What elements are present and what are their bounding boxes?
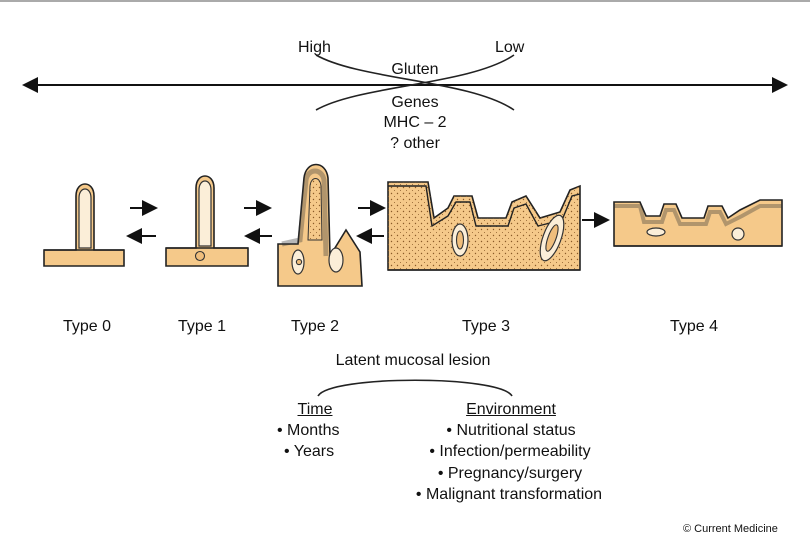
other-label: ? other <box>390 135 440 152</box>
type-0-label: Type 0 <box>62 318 112 335</box>
type-0-villus <box>43 183 125 267</box>
low-label: Low <box>495 39 525 56</box>
gluten-curve-down <box>315 54 515 111</box>
type-2-villus <box>277 163 363 287</box>
type-2-label: Type 2 <box>290 318 340 335</box>
environment-item-malignant: • Malignant transformation <box>415 486 603 503</box>
type-3-label: Type 3 <box>461 318 511 335</box>
latent-bracket <box>317 379 513 397</box>
time-item-months: • Months <box>277 422 340 439</box>
type-1-label: Type 1 <box>177 318 227 335</box>
time-heading: Time <box>297 401 333 418</box>
gluten-label: Gluten <box>391 61 439 78</box>
type-1-villus <box>165 175 249 267</box>
type-4-label: Type 4 <box>669 318 719 335</box>
environment-item-pregnancy: • Pregnancy/surgery <box>437 465 583 482</box>
latent-lesion-label: Latent mucosal lesion <box>335 352 491 369</box>
environment-heading: Environment <box>466 401 556 418</box>
type-3-mucosa <box>387 181 581 271</box>
genes-label: Genes <box>391 94 439 111</box>
high-label: High <box>298 39 331 56</box>
time-item-years: • Years <box>284 443 335 460</box>
copyright-text: © Current Medicine <box>683 523 778 535</box>
gluten-curve-up <box>315 54 515 111</box>
environment-item-nutritional: • Nutritional status <box>446 422 576 439</box>
type-4-mucosa <box>613 199 783 247</box>
environment-item-infection: • Infection/permeability <box>429 443 591 460</box>
mhc-label: MHC – 2 <box>383 114 447 131</box>
